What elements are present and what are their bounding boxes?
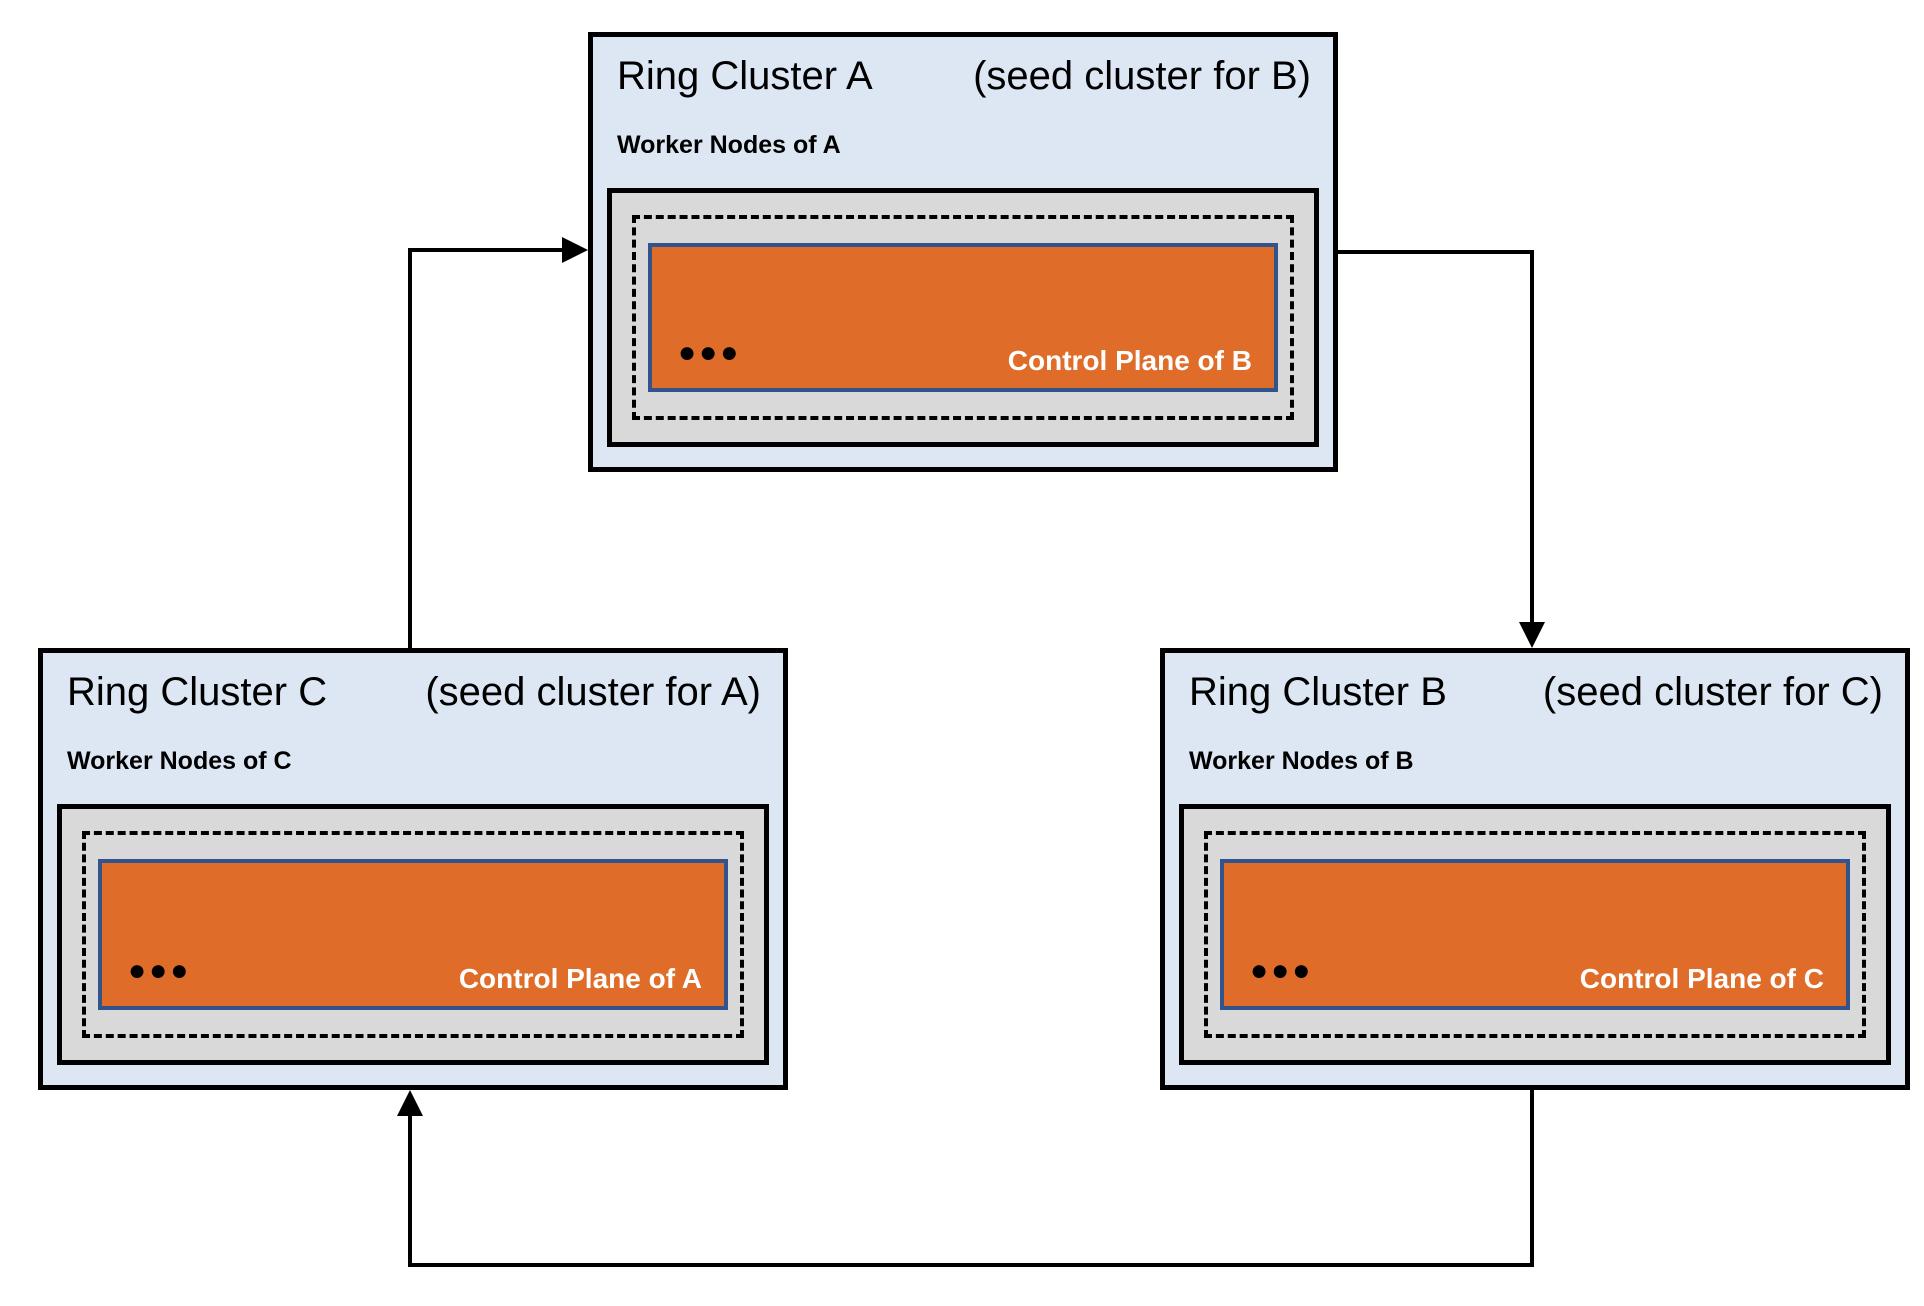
cluster-box-b: Ring Cluster B (seed cluster for C) Work…: [1160, 648, 1910, 1090]
arrow-b-to-c-right-vertical-line: [1530, 1090, 1534, 1267]
arrow-b-to-c-bottom-horizontal-line: [408, 1263, 1534, 1267]
cluster-a-seed-note: (seed cluster for B): [973, 54, 1311, 98]
cluster-c-dashed-ring: [82, 831, 744, 1038]
cluster-a-control-plane-box: ●●● Control Plane of B: [648, 243, 1278, 392]
cluster-a-title: Ring Cluster A: [617, 54, 873, 98]
arrow-c-to-a-vertical-line: [408, 248, 412, 648]
cluster-b-dashed-ring: [1204, 831, 1866, 1038]
cluster-b-worker-node-box: ●●● Control Plane of C: [1179, 804, 1891, 1065]
cluster-a-more-nodes-dots: ●●●: [678, 336, 742, 369]
cluster-c-more-nodes-dots: ●●●: [128, 954, 192, 987]
cluster-b-worker-label: Worker Nodes of B: [1189, 747, 1414, 775]
cluster-c-worker-node-box: ●●● Control Plane of A: [57, 804, 769, 1065]
cluster-c-control-plane-label: Control Plane of A: [458, 963, 702, 995]
cluster-a-worker-label: Worker Nodes of A: [617, 131, 841, 159]
cluster-box-c: Ring Cluster C (seed cluster for A) Work…: [38, 648, 788, 1090]
arrow-b-to-c-left-vertical-line: [408, 1114, 412, 1267]
cluster-a-control-plane-label: Control Plane of B: [1007, 345, 1252, 377]
cluster-b-control-plane-label: Control Plane of C: [1579, 963, 1824, 995]
cluster-b-more-nodes-dots: ●●●: [1250, 954, 1314, 987]
cluster-a-header: Ring Cluster A (seed cluster for B): [593, 37, 1333, 99]
cluster-c-control-plane-box: ●●● Control Plane of A: [98, 859, 728, 1010]
cluster-c-worker-label: Worker Nodes of C: [67, 747, 292, 775]
cluster-a-worker-node-box: ●●● Control Plane of B: [607, 188, 1319, 447]
cluster-b-header: Ring Cluster B (seed cluster for C): [1165, 653, 1905, 715]
arrow-a-to-b-horizontal-line: [1337, 250, 1534, 254]
cluster-c-header: Ring Cluster C (seed cluster for A): [43, 653, 783, 715]
arrow-a-to-b-vertical-line: [1530, 250, 1534, 622]
arrow-a-to-b-arrowhead-icon: [1519, 622, 1545, 648]
arrow-c-to-a-horizontal-line: [408, 248, 562, 252]
cluster-box-a: Ring Cluster A (seed cluster for B) Work…: [588, 32, 1338, 472]
cluster-b-seed-note: (seed cluster for C): [1542, 670, 1883, 714]
arrow-b-to-c-arrowhead-icon: [397, 1090, 423, 1116]
cluster-c-seed-note: (seed cluster for A): [425, 670, 761, 714]
cluster-a-dashed-ring: [632, 215, 1294, 420]
arrow-c-to-a-arrowhead-icon: [562, 237, 588, 263]
cluster-b-title: Ring Cluster B: [1189, 670, 1447, 714]
cluster-c-title: Ring Cluster C: [67, 670, 328, 714]
cluster-b-control-plane-box: ●●● Control Plane of C: [1220, 859, 1850, 1010]
